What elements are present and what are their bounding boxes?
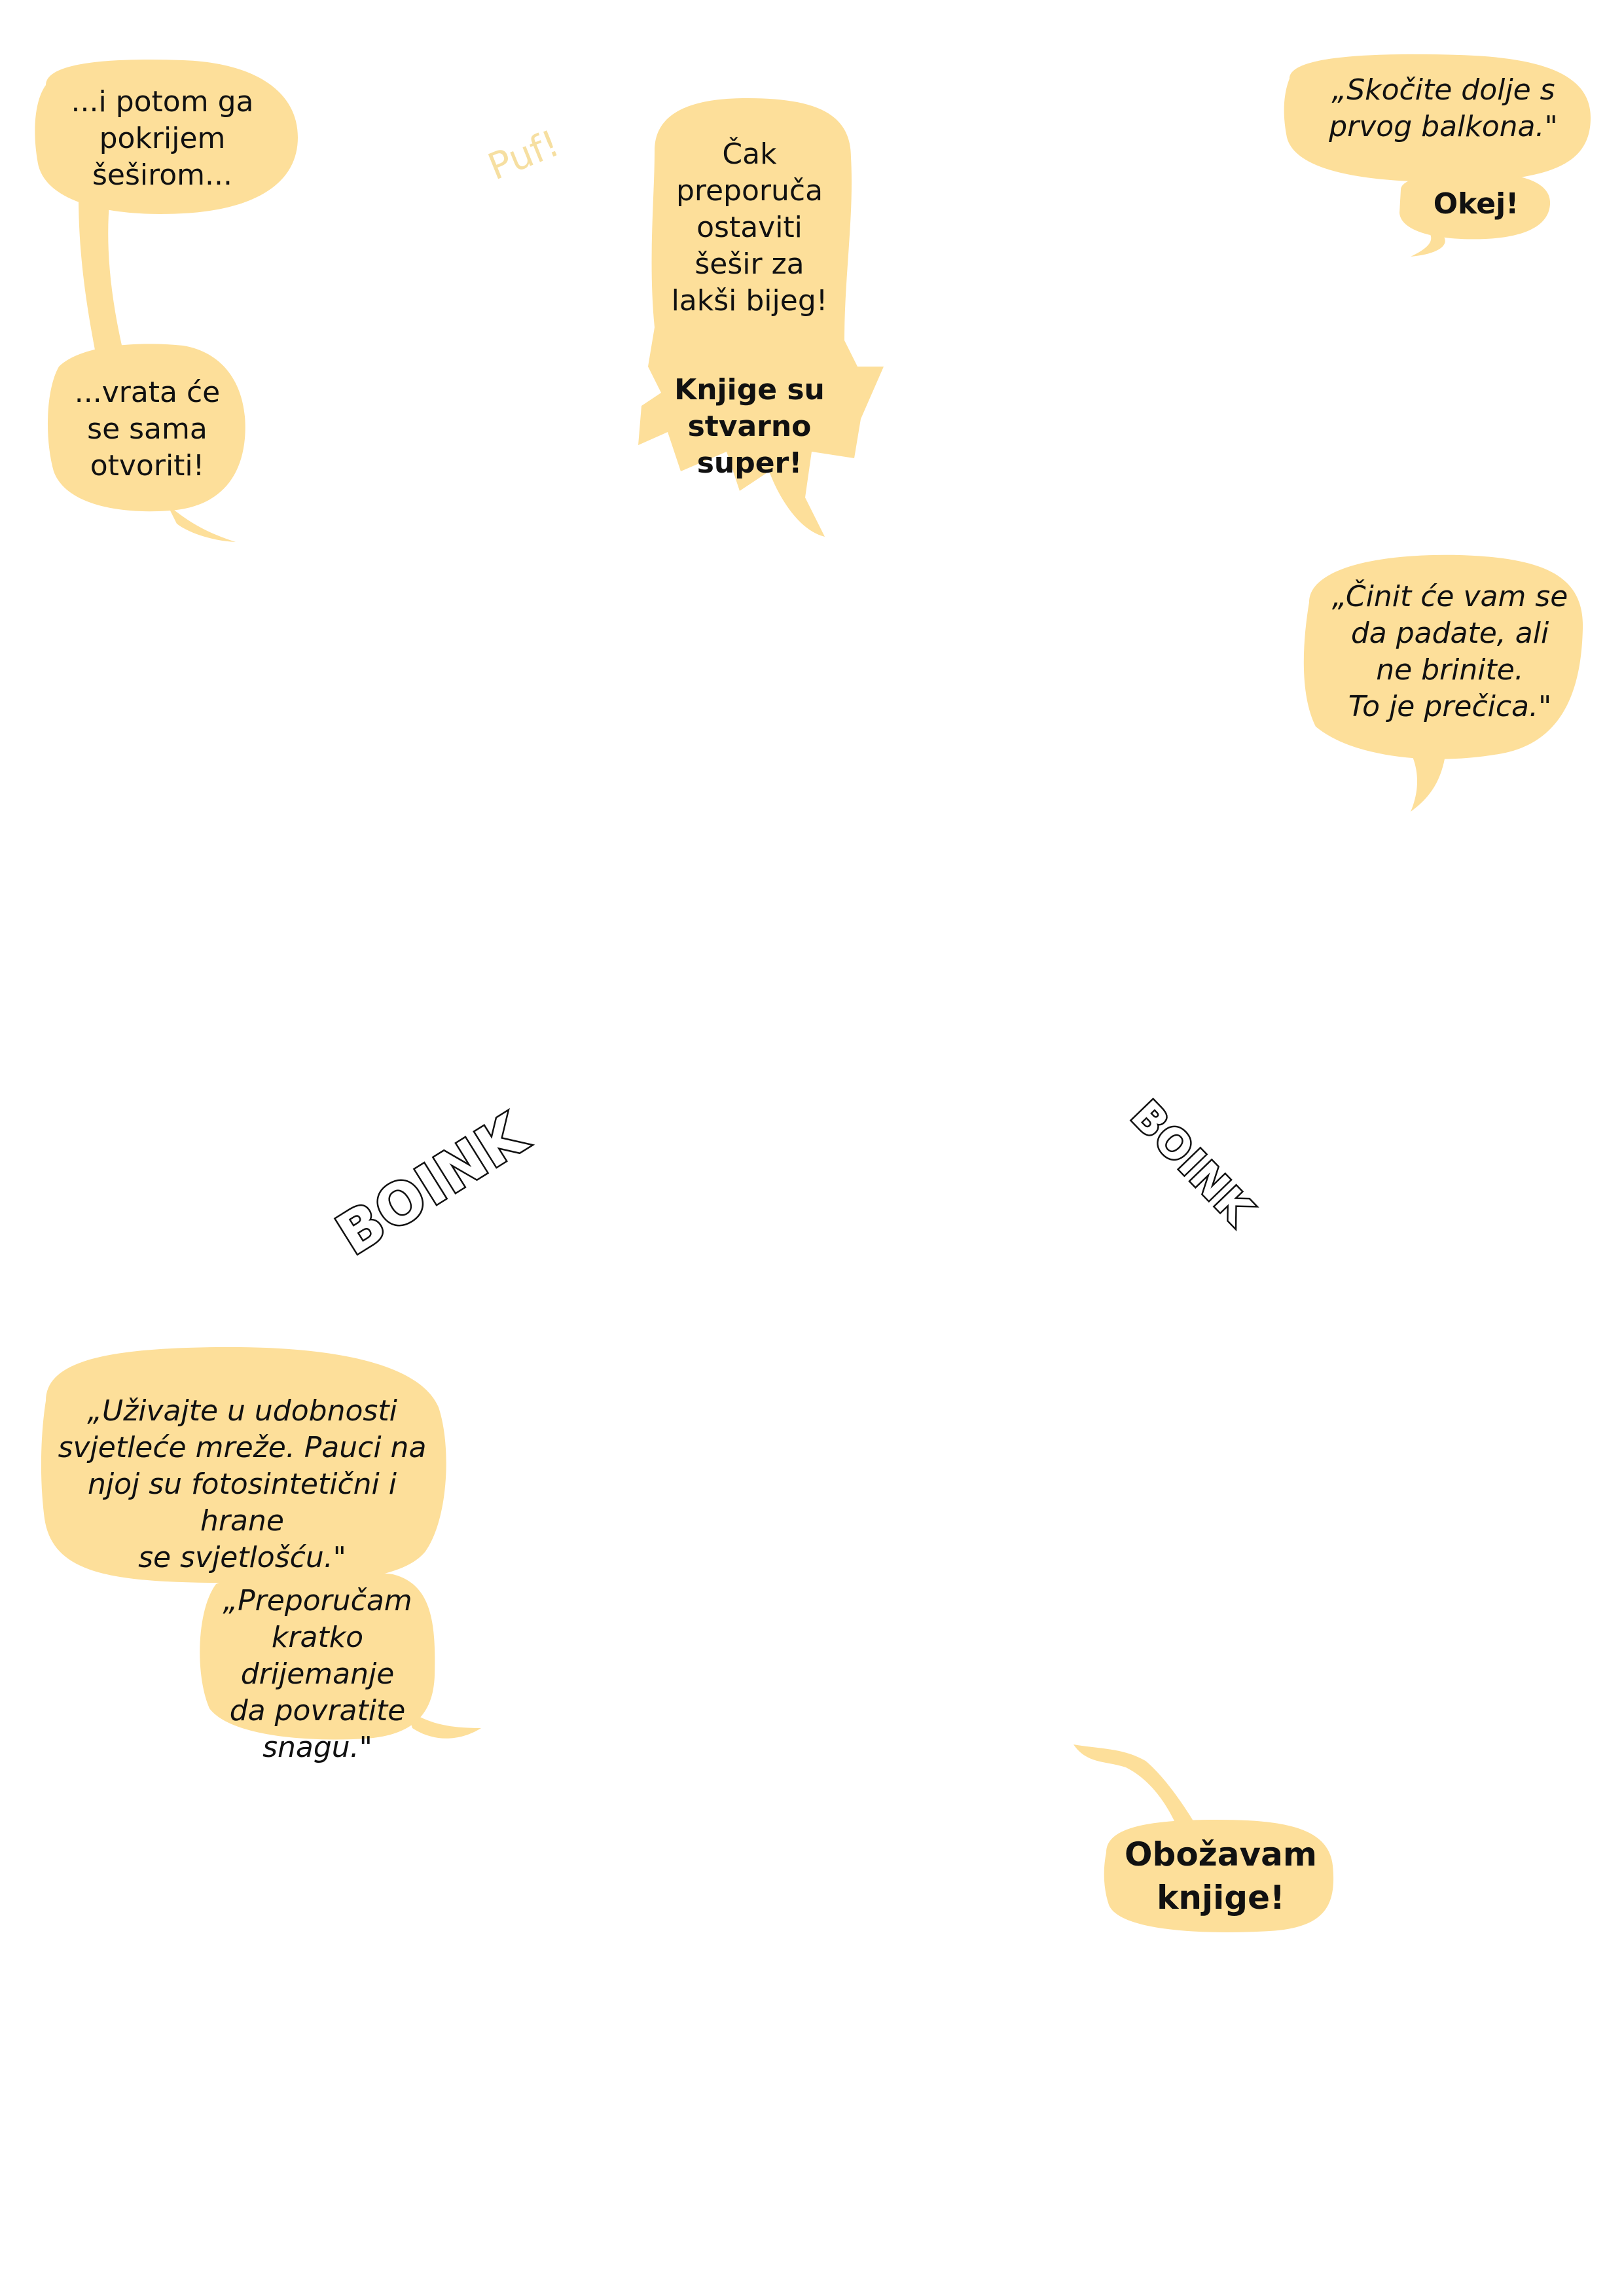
bubble-okay-shape [1399, 172, 1551, 240]
bubble-okay-text: Okej! [1433, 187, 1519, 221]
bubble-recommend-text: Čak preporuča ostaviti šešir za lakši bi… [671, 137, 828, 317]
tail-nap [406, 1708, 481, 1739]
bubble-recommend-shape [638, 98, 884, 537]
connector-hat-door [79, 196, 124, 367]
bubble-falling-text: „Činit će vam se da padate, ali ne brini… [1331, 580, 1568, 723]
bubble-love-books-text: Obožavam knjige! [1125, 1835, 1317, 1917]
bubble-hat-text: ...i potom ga pokrijem šeširom... [71, 85, 254, 192]
bubble-hat-shape [35, 59, 298, 214]
bubble-jump-shape [1284, 54, 1591, 183]
bubble-door-text: ...vrata će se sama otvoriti! [74, 376, 221, 482]
bubble-love-books-shape [1104, 1820, 1334, 1932]
bubble-door-shape [47, 344, 245, 512]
bubble-falling-shape [1303, 554, 1583, 759]
bubble-nap-text: „Preporučam kratko drijemanje da povrati… [223, 1584, 412, 1764]
tail-door [167, 504, 236, 542]
bubble-jump-text: „Skočite dolje s prvog balkona." [1329, 73, 1558, 143]
tail-falling [1407, 746, 1447, 812]
tail-okay [1411, 232, 1445, 257]
bubble-web-shape [41, 1346, 446, 1583]
bubble-nap-shape [200, 1571, 435, 1740]
bubble-web-text: „Uživajte u udobnosti svjetleće mreže. P… [58, 1394, 427, 1574]
bubble-books-super-text: Knjige su stvarno super! [674, 373, 825, 480]
tail-love-books [1074, 1744, 1197, 1830]
